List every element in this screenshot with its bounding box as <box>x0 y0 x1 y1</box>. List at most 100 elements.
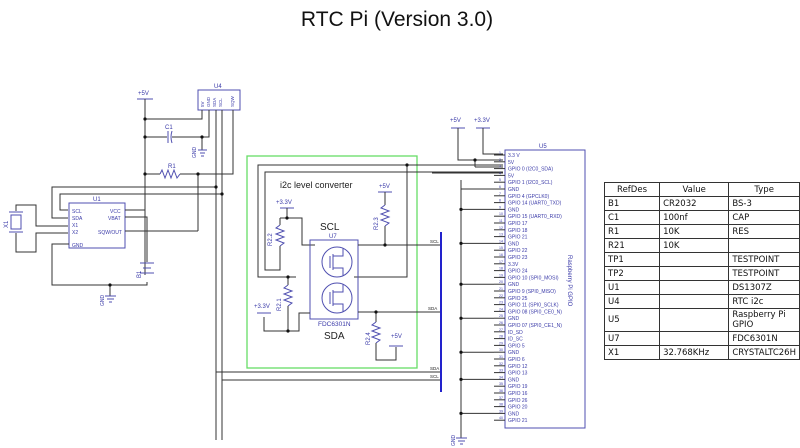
gpio-pin-number: 25 <box>499 314 503 318</box>
junction-dot <box>459 282 463 286</box>
gpio-pin-number: 26 <box>499 321 503 325</box>
bom-header-refdes: RefDes <box>603 182 661 197</box>
gpio-pin-number: 2 <box>499 158 501 162</box>
u4-connector: U4 5V GND SDA SCL SQW <box>197 84 241 111</box>
bom-value: 32.768KHz <box>659 345 730 360</box>
bom-refdes: TP1 <box>603 252 661 267</box>
gnd-symbol: GND <box>192 147 207 158</box>
bom-refdes: B1 <box>603 196 661 211</box>
gpio-pin-number: 34 <box>499 375 503 379</box>
bom-type: Raspberry Pi GPIO <box>728 308 800 332</box>
power-label: +5V <box>379 184 390 190</box>
gpio-pin-label: ID_SC <box>508 337 523 343</box>
title-text: RTC Pi (Version 3.0) <box>300 8 494 31</box>
u1-pin-x1: X1 <box>72 223 78 229</box>
gpio-pin-number: 39 <box>499 409 503 413</box>
gpio-pin-label: 5V <box>508 160 515 166</box>
bom-refdes: X1 <box>603 345 661 360</box>
power-label: +5V <box>450 118 461 124</box>
r21-resistor: R2.1 +3.3V <box>254 276 310 332</box>
gpio-pin-number: 24 <box>499 307 503 311</box>
gpio-pin-number: 20 <box>499 280 503 284</box>
r24-resistor: R2.4 +5V <box>366 312 403 361</box>
gpio-pin-number: 15 <box>499 246 503 250</box>
gpio-pin-number: 3 <box>499 165 501 169</box>
bom-value <box>659 294 730 309</box>
bom-value: 100nf <box>659 210 730 225</box>
gpio-pin-label: GPIO 12 <box>508 364 528 370</box>
bom-value <box>659 252 730 267</box>
gpio-pin-label: GPIO 17 <box>508 221 528 227</box>
gpio-pin-number: 35 <box>499 382 503 386</box>
u4-ref: U4 <box>214 84 222 90</box>
gpio-pin-label: GPIO 0 (I2C0_SDA) <box>508 167 553 173</box>
gpio-pin-label: GPIO 13 <box>508 371 528 377</box>
sda-label: SDA <box>324 331 345 342</box>
gpio-pin-number: 6 <box>499 185 501 189</box>
r24-ref: R2.4 <box>366 332 372 345</box>
gpio-pin-number: 30 <box>499 348 503 352</box>
gpio-pin-label: GPIO 19 <box>508 384 528 390</box>
gnd-label: GND <box>100 295 106 307</box>
gpio-pin-number: 11 <box>499 219 503 223</box>
bom-header-row: RefDes Value Type <box>603 182 800 197</box>
u5-power: +5V +3.3V <box>450 118 503 168</box>
bom-type: CRYSTALTC26H <box>728 345 800 360</box>
gpio-pin-number: 28 <box>499 335 503 339</box>
gpio-pin-label: ID_SD <box>508 330 523 336</box>
gpio-pin-number: 16 <box>499 253 503 257</box>
gnd-symbol: GND <box>451 435 467 446</box>
gpio-pin-label: GPIO 4 (GPCLK0) <box>508 194 549 200</box>
junctions <box>108 117 477 333</box>
u1-pin-scl: SCL <box>72 209 82 215</box>
u4-pin-scl: SCL <box>218 98 223 107</box>
gpio-pin-label: GPIO 23 <box>508 255 528 261</box>
bom-type <box>728 238 800 253</box>
gpio-pin-label: 3.3V <box>508 262 519 268</box>
x1-crystal: X1 <box>4 204 68 253</box>
gpio-pin-number: 40 <box>499 416 503 420</box>
gnd-symbol: GND <box>100 295 116 307</box>
junction-dot <box>459 241 463 245</box>
bom-type: CAP <box>728 210 800 225</box>
bom-value <box>659 280 730 295</box>
r23-ref: R2.3 <box>374 217 380 230</box>
r23-resistor: +5V R2.3 <box>374 184 392 245</box>
r1-ref: R1 <box>168 164 176 170</box>
page-title: RTC Pi (Version 3.0) <box>0 8 800 32</box>
bom-header-type: Type <box>728 182 800 197</box>
gpio-pin-label: GPIO 18 <box>508 228 528 234</box>
junction-dot <box>459 411 463 415</box>
gpio-pin-number: 4 <box>499 171 501 175</box>
bom-value <box>659 308 730 332</box>
bom-refdes: R21 <box>603 238 661 253</box>
gpio-pin-label: GPIO 24 <box>508 269 528 275</box>
u1-ref: U1 <box>93 197 101 203</box>
scl-label: SCL <box>320 222 340 233</box>
gpio-pin-label: GND <box>508 316 520 322</box>
gpio-pin-number: 22 <box>499 294 503 298</box>
gpio-pin-number: 36 <box>499 389 503 393</box>
gpio-pin-label: GPIO 16 <box>508 391 528 397</box>
gpio-pin-label: GND <box>508 350 520 356</box>
junction-dot <box>459 207 463 211</box>
bom-value: 10K <box>659 238 730 253</box>
gpio-pin-label: GND <box>508 207 520 213</box>
gpio-pin-label: GND <box>508 411 520 417</box>
gpio-pin-label: GND <box>508 377 520 383</box>
b1-battery: B1 <box>137 262 154 278</box>
gpio-pin-label: GPIO 15 (UART0_RXD) <box>508 214 562 220</box>
gpio-pin-label: GPIO 10 (SPI0_MOSI) <box>508 275 559 281</box>
gpio-pin-label: GPIO 22 <box>508 248 528 254</box>
net-label-scl: SCL <box>430 374 439 379</box>
u1-pin-vbat: VBAT <box>108 216 121 222</box>
gpio-pin-number: 29 <box>499 341 503 345</box>
gpio-pin-number: 38 <box>499 403 503 407</box>
